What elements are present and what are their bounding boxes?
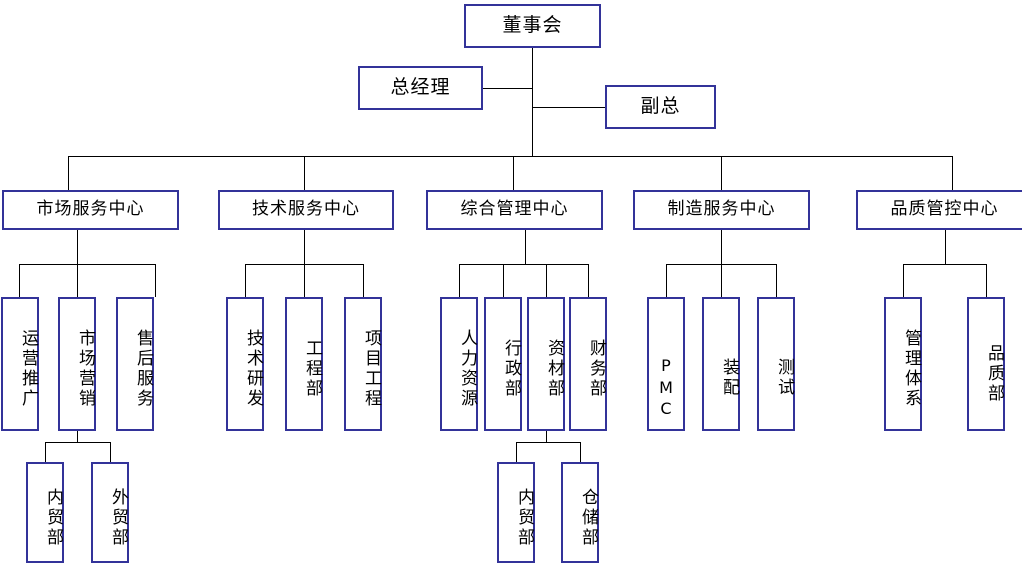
connector-stem-group-5 (945, 230, 946, 264)
node-dept-quality-label: 品质部 (984, 344, 1004, 404)
connector-leg-2-1 (245, 264, 246, 297)
connector-drop-center-5 (952, 156, 953, 190)
node-subdept-domestic-trade-materials-label: 内贸部 (514, 487, 534, 548)
connector-bar-group-1 (19, 264, 155, 265)
connector-stem-group-2 (304, 230, 305, 264)
node-dept-pmc[interactable]: P M C (647, 297, 685, 431)
node-dept-testing[interactable]: 测试 (757, 297, 795, 431)
connector-drop-center-2 (304, 156, 305, 190)
connector-leg-4-2 (721, 264, 722, 297)
node-dept-marketing[interactable]: 市场营销 (58, 297, 96, 431)
node-dept-operations-promotion[interactable]: 运营推广 (1, 297, 39, 431)
node-center-general-admin[interactable]: 综合管理中心 (426, 190, 603, 230)
node-dept-tech-rd[interactable]: 技术研发 (226, 297, 264, 431)
node-deputy-general[interactable]: 副总 (605, 85, 716, 129)
connector-bar-group-3 (459, 264, 588, 265)
connector-deputy-general (532, 107, 605, 108)
node-subdept-domestic-trade-marketing-label: 内贸部 (43, 487, 63, 548)
node-dept-operations-promotion-label: 运营推广 (18, 329, 38, 409)
node-dept-human-resources[interactable]: 人力资源 (440, 297, 478, 431)
node-general-manager-label: 总经理 (390, 76, 451, 99)
connector-main-bus (68, 156, 953, 157)
node-dept-materials-label: 资材部 (544, 339, 564, 399)
connector-leg-3-4 (588, 264, 589, 297)
connector-leg-1-1 (19, 264, 20, 297)
connector-stem-sub-marketing (77, 431, 78, 442)
node-center-market-service-label: 市场服务中心 (36, 199, 145, 220)
node-center-manufacturing-label: 制造服务中心 (667, 199, 776, 220)
connector-stem-group-1 (77, 230, 78, 264)
connector-drop-center-1 (68, 156, 69, 190)
connector-leg-sub-marketing-2 (110, 442, 111, 462)
node-dept-tech-rd-label: 技术研发 (243, 329, 263, 409)
node-center-general-admin-label: 综合管理中心 (460, 199, 569, 220)
node-center-tech-service[interactable]: 技术服务中心 (218, 190, 394, 230)
node-dept-finance[interactable]: 财务部 (569, 297, 607, 431)
node-subdept-foreign-trade-label: 外贸部 (108, 487, 128, 548)
node-dept-assembly[interactable]: 装配 (702, 297, 740, 431)
connector-leg-4-1 (666, 264, 667, 297)
node-dept-administration-label: 行政部 (501, 339, 521, 399)
connector-board-spine (532, 48, 533, 156)
node-center-market-service[interactable]: 市场服务中心 (2, 190, 179, 230)
node-dept-engineering-label: 工程部 (302, 339, 322, 399)
node-center-quality[interactable]: 品质管控中心 (856, 190, 1022, 230)
node-board-label: 董事会 (502, 14, 563, 37)
node-dept-materials[interactable]: 资材部 (527, 297, 565, 431)
node-dept-after-sales[interactable]: 售后服务 (116, 297, 154, 431)
node-dept-administration[interactable]: 行政部 (484, 297, 522, 431)
node-dept-testing-label: 测试 (774, 358, 794, 398)
connector-general-manager (483, 88, 533, 89)
node-dept-project-engineering-label: 项目工程 (361, 329, 381, 409)
connector-drop-center-3 (513, 156, 514, 190)
node-dept-management-system-label: 管理体系 (901, 329, 921, 409)
node-dept-management-system[interactable]: 管理体系 (884, 297, 922, 431)
node-dept-pmc-label-line-2: M (659, 377, 673, 397)
node-dept-finance-label: 财务部 (586, 339, 606, 399)
connector-bar-sub-marketing (45, 442, 110, 443)
connector-leg-3-3 (546, 264, 547, 297)
connector-drop-center-4 (721, 156, 722, 190)
node-dept-engineering[interactable]: 工程部 (285, 297, 323, 431)
node-subdept-warehousing-label: 仓储部 (578, 487, 598, 548)
connector-stem-group-3 (525, 230, 526, 264)
connector-leg-2-2 (304, 264, 305, 297)
connector-leg-4-3 (776, 264, 777, 297)
node-general-manager[interactable]: 总经理 (358, 66, 483, 110)
node-center-tech-service-label: 技术服务中心 (252, 199, 360, 220)
connector-leg-2-3 (363, 264, 364, 297)
node-dept-project-engineering[interactable]: 项目工程 (344, 297, 382, 431)
node-board[interactable]: 董事会 (464, 4, 601, 48)
connector-leg-3-2 (503, 264, 504, 297)
connector-leg-5-2 (986, 264, 987, 297)
node-dept-assembly-label: 装配 (719, 358, 739, 398)
node-center-quality-label: 品质管控中心 (890, 199, 999, 220)
node-dept-pmc-label-line-1: P (661, 356, 671, 375)
node-center-manufacturing[interactable]: 制造服务中心 (633, 190, 810, 230)
node-subdept-domestic-trade-marketing[interactable]: 内贸部 (26, 462, 64, 563)
connector-leg-1-2 (77, 264, 78, 297)
connector-stem-group-4 (721, 230, 722, 264)
node-dept-quality[interactable]: 品质部 (967, 297, 1005, 431)
node-dept-pmc-label-line-3: C (660, 399, 672, 419)
node-deputy-general-label: 副总 (640, 95, 681, 118)
connector-leg-sub-materials-2 (580, 442, 581, 462)
connector-bar-sub-materials (516, 442, 580, 443)
connector-bar-group-5 (903, 264, 986, 265)
node-dept-marketing-label: 市场营销 (75, 329, 95, 409)
connector-leg-1-3 (155, 264, 156, 297)
node-dept-human-resources-label: 人力资源 (457, 329, 477, 409)
node-subdept-foreign-trade[interactable]: 外贸部 (91, 462, 129, 563)
node-subdept-warehousing[interactable]: 仓储部 (561, 462, 599, 563)
node-subdept-domestic-trade-materials[interactable]: 内贸部 (497, 462, 535, 563)
connector-leg-sub-materials-1 (516, 442, 517, 462)
connector-leg-3-1 (459, 264, 460, 297)
connector-leg-5-1 (903, 264, 904, 297)
node-dept-after-sales-label: 售后服务 (133, 329, 153, 409)
connector-leg-sub-marketing-1 (45, 442, 46, 462)
connector-stem-sub-materials (546, 431, 547, 442)
